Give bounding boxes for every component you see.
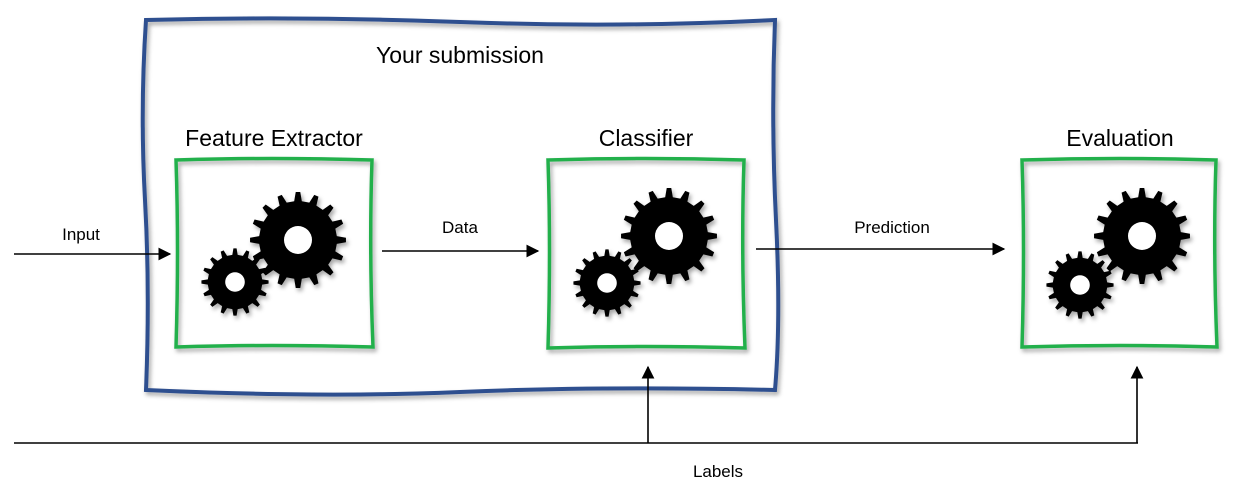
- gears-icon: [1046, 188, 1190, 319]
- classifier-border: [546, 156, 747, 350]
- gears-icon: [201, 192, 346, 316]
- classifier-title: Classifier: [599, 125, 694, 151]
- feature-extractor-border: [174, 156, 375, 349]
- stage-evaluation: Evaluation: [1020, 125, 1219, 349]
- labels-label: Labels: [693, 462, 743, 481]
- data-label: Data: [442, 218, 478, 237]
- submission-title: Your submission: [376, 42, 544, 68]
- input-label: Input: [62, 225, 100, 244]
- edge-prediction: Prediction: [756, 218, 1006, 256]
- evaluation-title: Evaluation: [1066, 125, 1173, 151]
- edge-labels: Labels: [14, 365, 1144, 481]
- feature-extractor-title: Feature Extractor: [185, 125, 363, 151]
- edge-input: Input: [14, 225, 172, 261]
- evaluation-border: [1020, 156, 1219, 349]
- submission-border: [140, 16, 781, 397]
- edge-data: Data: [382, 218, 540, 258]
- stage-classifier: Classifier: [546, 125, 747, 350]
- submission-box: Your submission: [140, 16, 781, 397]
- gears-icon: [573, 188, 717, 317]
- stage-feature-extractor: Feature Extractor: [174, 125, 375, 349]
- prediction-label: Prediction: [854, 218, 930, 237]
